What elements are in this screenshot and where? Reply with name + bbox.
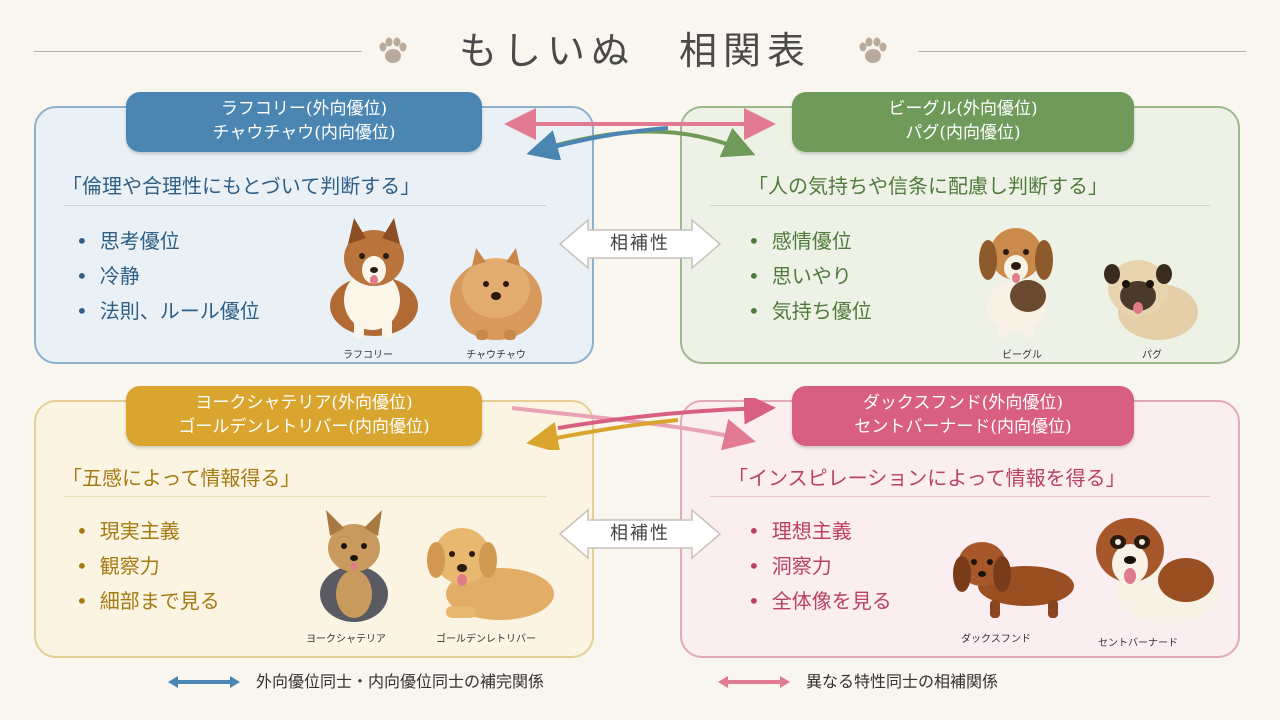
header-line1: ラフコリー(外向優位) [220,99,388,119]
cross-arrows-bottom [511,398,776,450]
title-row: もしいぬ 相関表 [0,24,1280,80]
pink-arrow [511,406,756,450]
golden-retriever-illustration [427,528,554,620]
legend-text: 外向優位同士・内向優位同士の補完関係 [256,672,545,691]
complement-label: 相補性 [610,233,670,254]
dog-label: ゴールデンレトリバー [436,634,536,645]
legend-blue: 外向優位同士・内向優位同士の補完関係 [168,668,688,696]
header-line1: ヨークシャテリア(外向優位) [195,393,413,413]
header-line2: セントバーナード(内向優位) [854,417,1072,437]
complement-label: 相補性 [610,523,670,544]
yorkshire-terrier-illustration [320,510,388,622]
complement-arrow-bottom: 相補性 [558,508,722,560]
header-line1: ビーグル(外向優位) [888,99,1038,119]
legend-text: 異なる特性同士の相補関係 [806,672,999,691]
title-rule-left [34,51,362,52]
traits-intuition: 理想主義 洞察力 全体像を見る [748,514,892,619]
traits-sensing: 現実主義 観察力 細部まで見る [76,514,220,619]
trait-item: 思考優位 [76,224,260,259]
pink-double-arrow-icon [718,676,790,688]
cross-arrows-top [504,108,776,160]
divider [64,496,546,497]
header-line2: ゴールデンレトリバー(内向優位) [178,417,430,437]
header-feeling: ビーグル(外向優位) パグ(内向優位) [792,92,1134,152]
trait-item: 感情優位 [748,224,872,259]
paw-icon [859,37,887,63]
dog-label: ダックスフンド [961,634,1031,645]
quote-thinking: 「倫理や合理性にもとづいて判断する」 [62,174,421,198]
quote-sensing: 「五感によって情報得る」 [62,466,301,490]
dog-label: ヨークシャテリア [306,634,386,645]
trait-item: 思いやり [748,259,872,294]
trait-item: 冷静 [76,259,260,294]
header-line1: ダックスフンド(外向優位) [862,393,1064,413]
traits-feeling: 感情優位 思いやり 気持ち優位 [748,224,872,329]
pug-illustration [1104,260,1198,340]
double-arrow-icon [558,508,722,560]
chow-chow-illustration [450,248,542,340]
dachshund-illustration [953,542,1074,618]
dog-label: セントバーナード [1098,638,1178,649]
divider [64,205,546,206]
pink-arrow [557,398,776,430]
trait-item: 気持ち優位 [748,294,872,329]
dog-label: ビーグル [1002,350,1042,361]
divider [710,205,1210,206]
dog-label: パグ [1142,350,1162,361]
trait-item: 全体像を見る [748,584,892,619]
header-intuition: ダックスフンド(外向優位) セントバーナード(内向優位) [792,386,1134,446]
page-title: もしいぬ 相関表 [458,29,811,73]
complement-arrow-top: 相補性 [558,218,722,270]
trait-item: 観察力 [76,549,220,584]
quote-feeling: 「人の気持ちや信条に配慮し判断する」 [748,174,1108,198]
header-line2: パグ(内向優位) [905,123,1021,143]
trait-item: 法則、ルール優位 [76,294,260,329]
blue-arrow [526,126,669,160]
trait-item: 細部まで見る [76,584,220,619]
title-rule-right [918,51,1246,52]
header-line2: チャウチャウ(内向優位) [212,123,396,143]
legend-pink: 異なる特性同士の相補関係 [718,668,1118,696]
double-arrow-icon [558,218,722,270]
trait-item: 洞察力 [748,549,892,584]
header-sensing: ヨークシャテリア(外向優位) ゴールデンレトリバー(内向優位) [126,386,482,446]
dog-label: チャウチャウ [466,350,526,361]
blue-double-arrow-icon [168,676,240,688]
divider [710,496,1210,497]
header-thinking: ラフコリー(外向優位) チャウチャウ(内向優位) [126,92,482,152]
beagle-illustration [979,228,1053,338]
rough-collie-illustration [330,218,418,338]
traits-thinking: 思考優位 冷静 法則、ルール優位 [76,224,260,329]
saint-bernard-illustration [1096,518,1220,624]
quote-intuition: 「インスピレーションによって情報を得る」 [728,466,1126,490]
paw-icon [379,37,407,63]
gold-arrow [526,418,679,450]
dog-label: ラフコリー [343,350,393,361]
trait-item: 理想主義 [748,514,892,549]
trait-item: 現実主義 [76,514,220,549]
